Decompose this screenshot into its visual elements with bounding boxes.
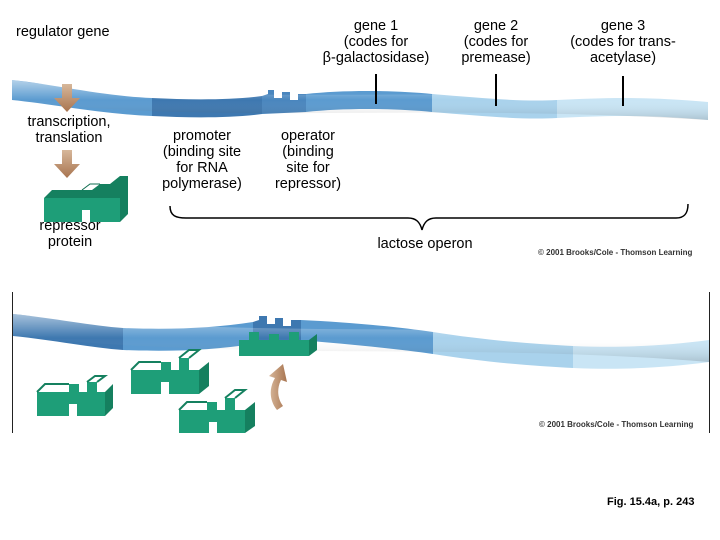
free-repressor-3 xyxy=(178,389,255,433)
gene3-title: gene 3 xyxy=(600,18,646,34)
gene2-label: gene 2 (codes for premease) xyxy=(448,18,544,66)
transcription-line1: transcription, xyxy=(27,114,111,130)
top-panel: regulator gene gene 1 (codes for β-galac… xyxy=(12,8,708,260)
promoter-line1: promoter xyxy=(172,128,232,144)
repressor-line1: repressor xyxy=(39,218,101,234)
gene2-codes: (codes for xyxy=(463,34,529,50)
gene3-codes: (codes for trans- xyxy=(570,34,676,50)
transcription-line2: translation xyxy=(35,130,103,146)
promoter-line2: (binding site xyxy=(162,144,242,160)
copyright-bottom: © 2001 Brooks/Cole - Thomson Learning xyxy=(539,420,694,429)
gene1-title: gene 1 xyxy=(353,18,399,34)
bottom-panel: © 2001 Brooks/Cole - Thomson Learning xyxy=(12,292,710,433)
operator-line4: repressor) xyxy=(274,176,342,192)
gene1-label: gene 1 (codes for β-galactosidase) xyxy=(310,18,442,66)
promoter-line4: polymerase) xyxy=(162,176,242,192)
operon-brace xyxy=(169,203,689,231)
repressor-label: repressor protein xyxy=(18,218,122,250)
gene1-product: β-galactosidase) xyxy=(322,50,430,66)
repressor-line2: protein xyxy=(47,234,93,250)
operator-line2: (binding xyxy=(282,144,334,160)
promoter-line3: for RNA xyxy=(176,160,228,176)
figure-caption: Fig. 15.4a, p. 243 xyxy=(607,496,695,508)
binding-arrow xyxy=(269,364,287,410)
gene1-codes: (codes for xyxy=(343,34,409,50)
transcription-arrow-1 xyxy=(54,84,80,112)
promoter-label: promoter (binding site for RNA polymeras… xyxy=(150,128,254,192)
gene3-product: acetylase) xyxy=(589,50,657,66)
dna-shading-bottom xyxy=(13,314,709,362)
free-repressor-1 xyxy=(36,375,113,416)
operator-line3: site for xyxy=(286,160,330,176)
operator-label: operator (binding site for repressor) xyxy=(266,128,350,192)
free-repressor-2 xyxy=(130,349,209,394)
operator-line1: operator xyxy=(280,128,335,144)
repressor-protein-shape xyxy=(44,176,128,222)
regulator-gene-label: regulator gene xyxy=(16,24,110,40)
transcription-label: transcription, translation xyxy=(14,114,124,146)
gene2-title: gene 2 xyxy=(473,18,519,34)
operon-diagram-top xyxy=(12,74,708,231)
bound-repressor-shape xyxy=(239,332,317,356)
transcription-arrow-2 xyxy=(54,150,80,178)
lactose-operon-label: lactose operon xyxy=(377,236,473,252)
dna-shading xyxy=(12,80,708,120)
gene2-product: premease) xyxy=(461,50,531,66)
gene3-label: gene 3 (codes for trans- acetylase) xyxy=(556,18,690,66)
copyright-top: © 2001 Brooks/Cole - Thomson Learning xyxy=(538,248,693,257)
operon-diagram-bottom xyxy=(13,314,709,433)
